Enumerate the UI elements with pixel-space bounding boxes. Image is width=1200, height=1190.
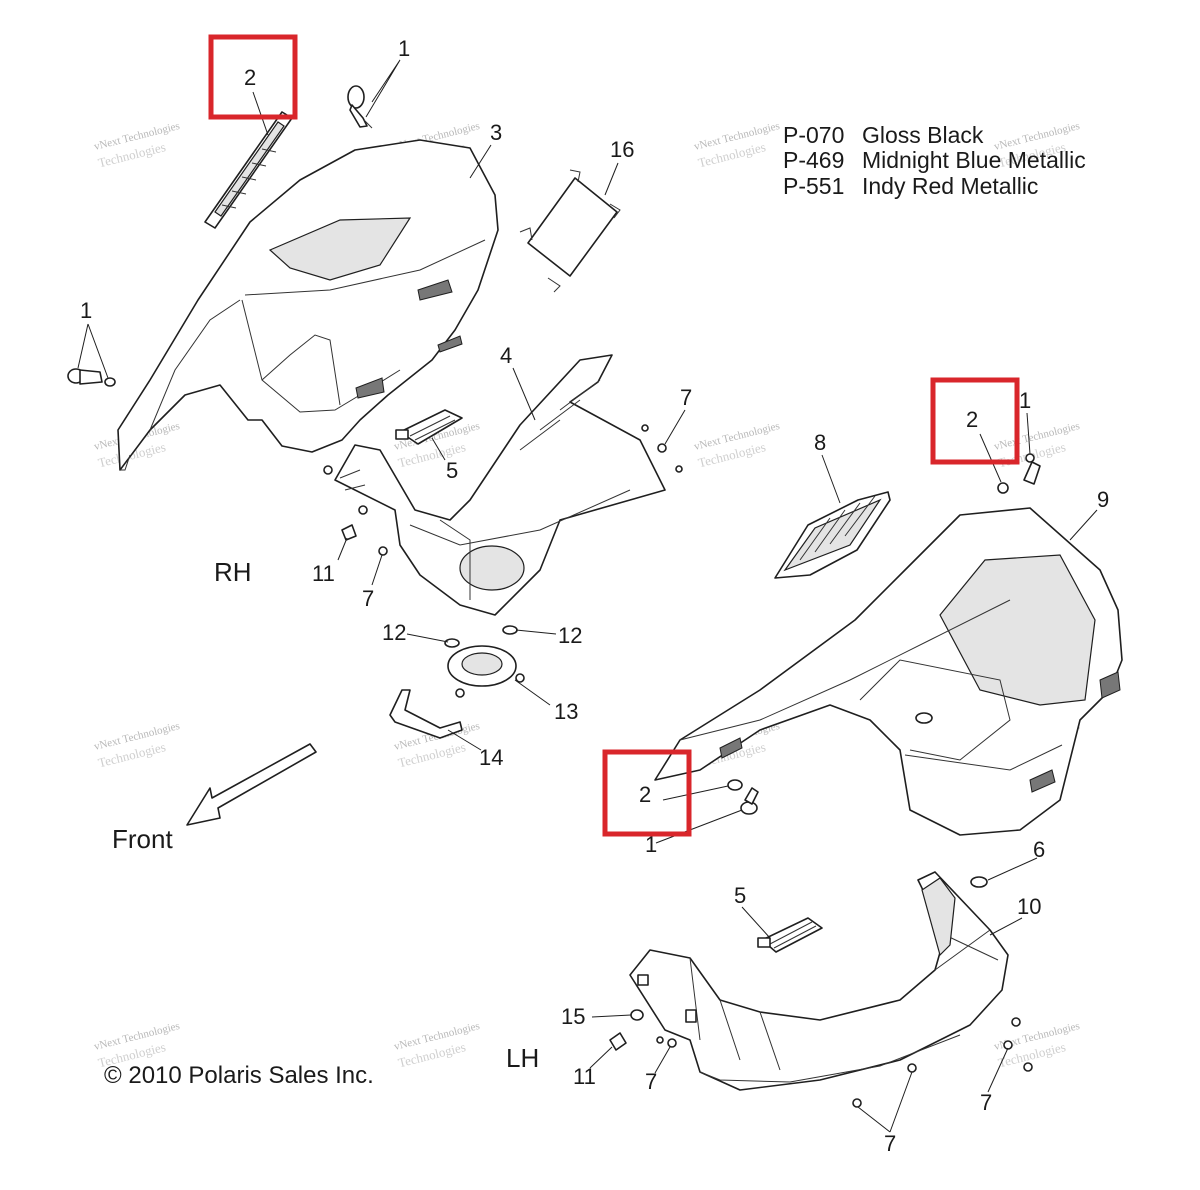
part-8-vent-lh[interactable] — [774, 491, 891, 579]
part-7-fastener-center[interactable] — [323, 424, 683, 556]
callout-1[interactable]: 1 — [1019, 388, 1031, 413]
highlight-box-part-2-bottom — [602, 749, 692, 837]
front-arrow-icon — [186, 743, 317, 826]
legend-code-1: P-070 — [783, 122, 844, 148]
part-16-decal[interactable] — [519, 169, 621, 293]
callout-15[interactable]: 15 — [561, 1004, 585, 1029]
callouts: 1 2 3 16 1 4 5 7 11 7 12 12 13 14 8 2 1 … — [80, 36, 1109, 1156]
callout-8[interactable]: 8 — [814, 430, 826, 455]
callout-1[interactable]: 1 — [645, 832, 657, 857]
part-4-belly-pan[interactable] — [334, 354, 666, 616]
highlight-box-part-2-top — [208, 34, 298, 120]
callout-2[interactable]: 2 — [966, 407, 978, 432]
part-12-washer[interactable] — [444, 625, 518, 648]
part-1-fastener-left[interactable] — [67, 368, 116, 387]
part-1-fastener-right[interactable] — [1023, 453, 1041, 485]
leader-lines — [77, 59, 1098, 1133]
callout-11[interactable]: 11 — [312, 561, 335, 586]
part-11-clip-lh[interactable] — [609, 1032, 627, 1051]
highlight-box-part-2-right — [930, 377, 1020, 465]
callout-1[interactable]: 1 — [80, 298, 92, 323]
part-6-screw[interactable] — [970, 876, 988, 888]
part-10-side-panel-lh[interactable] — [629, 871, 1009, 1091]
callout-7[interactable]: 7 — [362, 586, 374, 611]
part-9-hood-lh[interactable] — [654, 507, 1123, 836]
callout-3[interactable]: 3 — [490, 120, 502, 145]
callout-2[interactable]: 2 — [639, 782, 651, 807]
callout-12[interactable]: 12 — [558, 623, 582, 648]
legend-name-1: Gloss Black — [862, 122, 984, 148]
part-5-footrest-lh[interactable] — [757, 917, 823, 953]
callout-12[interactable]: 12 — [382, 620, 406, 645]
callout-10[interactable]: 10 — [1017, 894, 1041, 919]
callout-5[interactable]: 5 — [446, 458, 458, 483]
part-3-hood-rh[interactable] — [117, 139, 499, 471]
callout-2[interactable]: 2 — [244, 65, 256, 90]
part-15-nut[interactable] — [630, 1009, 644, 1021]
callout-7[interactable]: 7 — [645, 1069, 657, 1094]
callout-1[interactable]: 1 — [398, 36, 410, 61]
lh-label: LH — [506, 1043, 539, 1073]
legend-code-2: P-469 — [783, 147, 844, 173]
part-2-vent-rh[interactable] — [204, 111, 293, 229]
callout-7[interactable]: 7 — [980, 1090, 992, 1115]
paint-legend: P-070 Gloss Black P-469 Midnight Blue Me… — [783, 122, 1086, 199]
rh-label: RH — [214, 557, 252, 587]
part-11-clip-rh[interactable] — [341, 524, 357, 541]
callout-5[interactable]: 5 — [734, 883, 746, 908]
legend-code-3: P-551 — [783, 173, 844, 199]
callout-7[interactable]: 7 — [884, 1131, 896, 1156]
part-1-fastener-bottom[interactable] — [740, 787, 759, 815]
part-14-bracket[interactable] — [389, 689, 463, 739]
part-2-washer-bottom[interactable] — [727, 779, 743, 791]
legend-name-3: Indy Red Metallic — [862, 173, 1038, 199]
part-1-fastener-top[interactable] — [347, 85, 373, 129]
part-5-footrest-rh[interactable] — [395, 409, 463, 445]
front-label: Front — [112, 824, 173, 854]
legend-name-2: Midnight Blue Metallic — [862, 147, 1086, 173]
callout-13[interactable]: 13 — [554, 699, 578, 724]
callout-6[interactable]: 6 — [1033, 837, 1045, 862]
callout-9[interactable]: 9 — [1097, 487, 1109, 512]
part-13-ring[interactable] — [447, 645, 525, 698]
callout-16[interactable]: 16 — [610, 137, 634, 162]
part-2-washer-right[interactable] — [997, 482, 1009, 494]
callout-4[interactable]: 4 — [500, 343, 512, 368]
callout-11[interactable]: 11 — [573, 1064, 596, 1089]
callout-14[interactable]: 14 — [479, 745, 503, 770]
copyright-text: © 2010 Polaris Sales Inc. — [104, 1062, 374, 1089]
callout-7[interactable]: 7 — [680, 385, 692, 410]
